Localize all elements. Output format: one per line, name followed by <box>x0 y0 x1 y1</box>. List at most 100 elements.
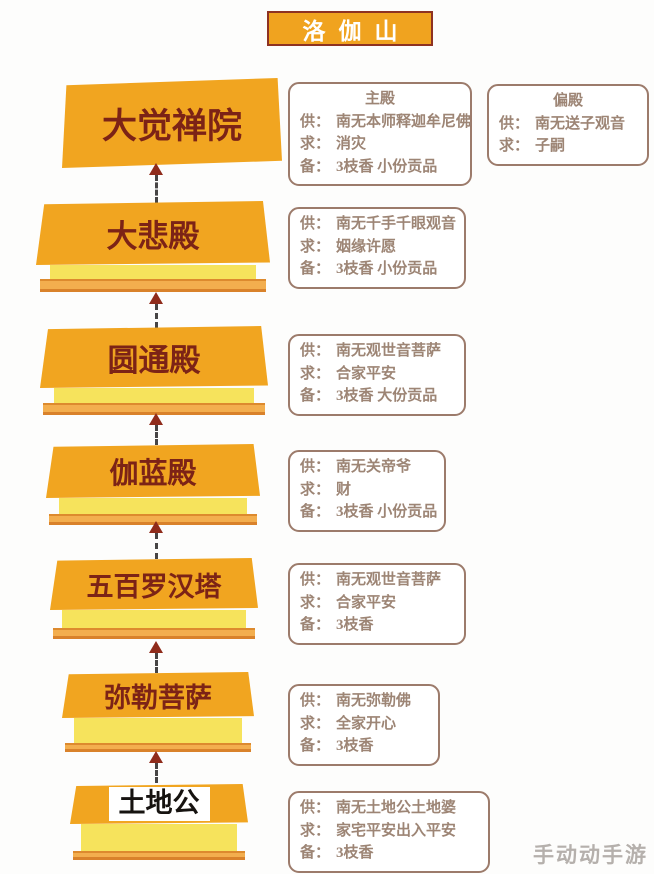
info-box-heading: 偏殿 <box>552 93 583 109</box>
arrow-head-icon <box>149 163 163 175</box>
temple-base-band <box>80 824 238 851</box>
pray-label: 求： <box>300 822 331 839</box>
flow-arrow-up-icon <box>148 641 164 673</box>
pray-line: 求： 姻缘许愿 <box>300 236 454 259</box>
offer-line: 供：南无千手千眼观音 <box>300 213 457 236</box>
offer-value: 南无观世音菩萨 <box>336 343 442 359</box>
diagram-title-text: 洛伽山 <box>302 18 411 44</box>
temple-base-rim <box>53 628 255 639</box>
flow-arrow-up-icon <box>148 751 164 783</box>
prepare-line: 备：3枝香 大份贡品 <box>300 385 454 408</box>
temple-base-band <box>58 498 248 514</box>
pray-label: 求： <box>499 138 530 154</box>
offer-label: 供： <box>300 113 331 130</box>
arrow-dashed-tail <box>154 175 158 203</box>
pray-value: 财 <box>336 481 352 498</box>
pray-value: 姻缘许愿 <box>336 238 397 255</box>
temple-base-band <box>50 265 256 279</box>
temple-roof: 伽蓝殿 <box>46 444 260 498</box>
offer-line: 供：南无观世音菩萨 <box>300 569 454 592</box>
temple-name: 土地公 <box>108 787 210 821</box>
offer-value: 南无本师释迦牟尼佛 <box>336 113 472 130</box>
prepare-value: 3枝香 大份贡品 <box>336 388 438 404</box>
prepare-line: 备： 3枝香 <box>300 842 478 865</box>
temple-name: 圆通殿 <box>107 342 201 378</box>
pray-label: 求： <box>300 594 331 611</box>
prepare-line: 备：3枝香 <box>300 614 454 637</box>
diagram-title: 洛伽山 <box>267 11 433 46</box>
prepare-label: 备： <box>300 504 331 520</box>
pray-value: 消灾 <box>336 136 367 152</box>
prepare-label: 备： <box>300 845 331 861</box>
pray-line: 求： 合家平安 <box>300 592 454 615</box>
flow-arrow-up-icon <box>148 163 164 203</box>
pray-value: 子嗣 <box>535 138 566 154</box>
arrow-dashed-tail <box>154 425 158 445</box>
info-box-qielan-dian: 供： 南无关帝爷 求：财 备：3枝香 小份贡品 <box>288 450 446 532</box>
pray-line: 求：消灾 <box>300 133 460 156</box>
offer-line: 供： 南无关帝爷 <box>300 456 434 479</box>
arrow-head-icon <box>149 751 163 763</box>
pray-value: 合家平安 <box>336 594 397 611</box>
temple-name: 大悲殿 <box>106 218 200 254</box>
offer-label: 供： <box>300 343 331 359</box>
prepare-line: 备：3枝香 小份贡品 <box>300 258 454 281</box>
offer-value: 南无关帝爷 <box>336 459 412 475</box>
temple-base-band <box>62 610 246 628</box>
temple-block-dabei-dian: 大悲殿 <box>36 201 270 292</box>
pray-value: 全家开心 <box>336 715 397 732</box>
prepare-label: 备： <box>300 617 331 633</box>
offer-label: 供： <box>300 459 331 475</box>
temple-block-dajue-chanyuan: 大觉禅院 <box>62 78 282 168</box>
pray-label: 求： <box>300 365 331 382</box>
info-box-heading: 主殿 <box>364 91 395 107</box>
arrow-dashed-tail <box>154 533 158 559</box>
info-box-tudi-gong: 供：南无土地公土地婆 求： 家宅平安出入平安 备： 3枝香 <box>288 791 490 873</box>
pray-line: 求： 子嗣 <box>499 135 637 158</box>
offer-value: 南无观世音菩萨 <box>336 572 442 588</box>
prepare-label: 备： <box>300 158 331 175</box>
pray-label: 求： <box>300 238 331 255</box>
arrow-dashed-tail <box>154 653 158 673</box>
offer-value: 南无送子观音 <box>535 115 626 132</box>
pray-value: 合家平安 <box>336 365 397 382</box>
temple-base-rim <box>39 279 267 292</box>
temple-roof: 大觉禅院 <box>62 78 282 168</box>
arrow-head-icon <box>149 641 163 653</box>
offer-line: 供：南无土地公土地婆 <box>300 797 478 820</box>
prepare-label: 备： <box>300 738 331 754</box>
temple-roof: 土地公 <box>70 784 248 824</box>
temple-roof: 五百罗汉塔 <box>50 558 258 610</box>
arrow-dashed-tail <box>154 304 158 328</box>
pray-line: 求：财 <box>300 479 434 502</box>
offer-value: 南无千手千眼观音 <box>336 216 457 232</box>
prepare-value: 3枝香 <box>336 845 374 861</box>
temple-base-rim <box>72 851 246 860</box>
prepare-value: 3枝香 小份贡品 <box>336 158 438 175</box>
temple-base-rim <box>64 743 252 752</box>
info-box-dabei-dian: 供：南无千手千眼观音 求： 姻缘许愿 备：3枝香 小份贡品 <box>288 207 466 289</box>
temple-name: 弥勒菩萨 <box>104 682 212 713</box>
info-box-wubai-luohan-ta: 供：南无观世音菩萨 求： 合家平安 备：3枝香 <box>288 563 466 645</box>
offer-value: 南无土地公土地婆 <box>336 800 457 816</box>
prepare-label: 备： <box>300 261 331 277</box>
offer-value: 南无弥勒佛 <box>336 693 412 709</box>
temple-name: 大觉禅院 <box>101 106 242 146</box>
pray-line: 求： 家宅平安出入平安 <box>300 820 478 843</box>
temple-base-band <box>73 718 243 743</box>
offer-line: 供： 南无观世音菩萨 <box>300 340 454 363</box>
arrow-head-icon <box>149 521 163 533</box>
temple-base-band <box>53 388 255 403</box>
prepare-line: 备： 3枝香 小份贡品 <box>300 156 460 179</box>
temple-block-wubai-luohan-ta: 五百罗汉塔 <box>50 558 258 639</box>
flow-arrow-up-icon <box>148 413 164 445</box>
arrow-head-icon <box>149 413 163 425</box>
temple-block-qielan-dian: 伽蓝殿 <box>46 444 260 525</box>
temple-block-mile-pusa: 弥勒菩萨 <box>62 672 254 752</box>
offer-line: 供：南无弥勒佛 <box>300 690 428 713</box>
offer-label: 供： <box>499 115 530 132</box>
offer-line: 供： 南无送子观音 <box>499 113 637 136</box>
pray-value: 家宅平安出入平安 <box>336 822 457 839</box>
prepare-line: 备：3枝香 小份贡品 <box>300 501 437 524</box>
